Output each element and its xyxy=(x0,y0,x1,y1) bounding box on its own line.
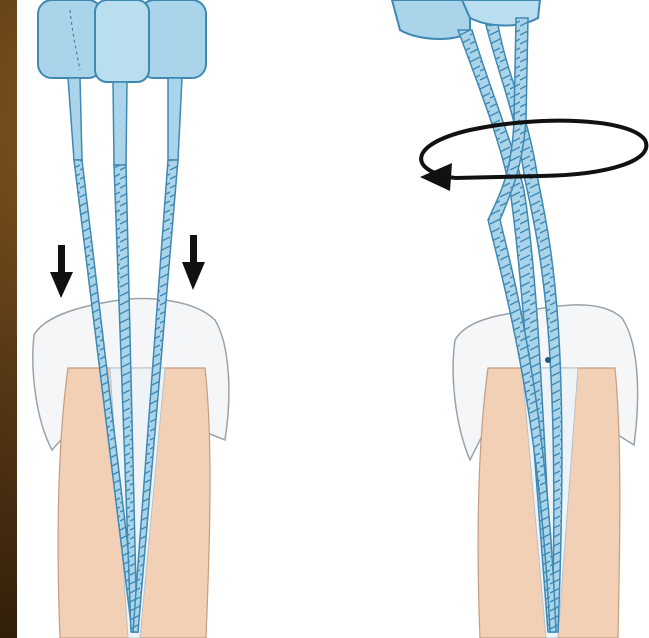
right-handle-1 xyxy=(392,0,470,39)
left-shaft-1 xyxy=(68,78,82,160)
left-handle-2 xyxy=(95,0,149,82)
left-shaft-3 xyxy=(168,78,182,160)
left-down-arrow-2 xyxy=(182,235,205,290)
left-shaft-2 xyxy=(113,82,127,165)
left-down-arrow-1 xyxy=(50,245,73,298)
